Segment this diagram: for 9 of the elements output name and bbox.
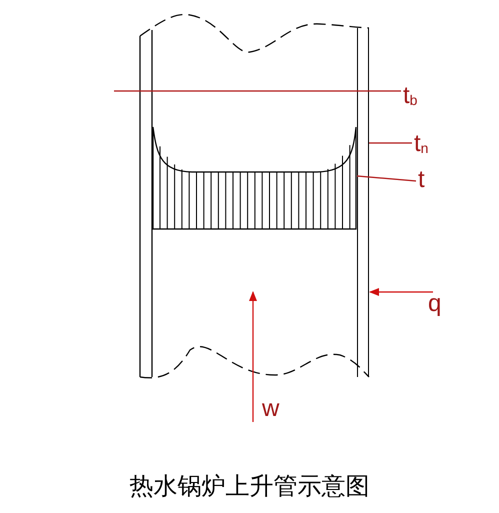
tube-wall <box>357 28 369 377</box>
temperature-label: t <box>418 168 432 194</box>
leader-line <box>356 175 416 182</box>
hatched-region <box>152 127 357 229</box>
leader-line <box>369 142 412 144</box>
heat-flux-label: q <box>428 292 442 316</box>
leader-line <box>114 90 401 92</box>
velocity-label: w <box>262 397 280 421</box>
caption: 热水锅炉上升管示意图 <box>130 472 370 500</box>
